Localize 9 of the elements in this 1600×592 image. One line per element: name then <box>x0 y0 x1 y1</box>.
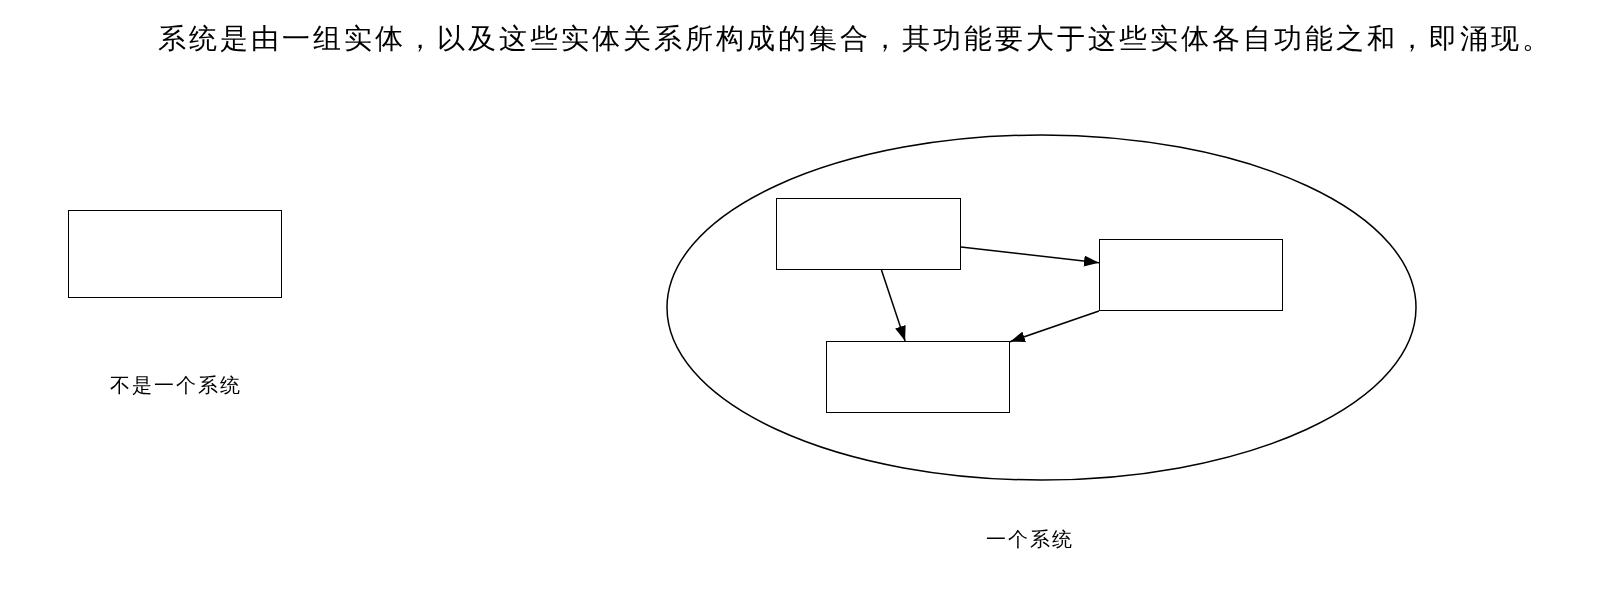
arrow <box>1009 310 1100 343</box>
arrow <box>960 246 1100 267</box>
arrow <box>880 269 906 342</box>
node-label: 一个系统 <box>986 525 1074 553</box>
title: 系统是由一组实体，以及这些实体关系所构成的集合，其功能要大于这些实体各自功能之和，即涌现。 <box>158 21 1553 57</box>
entity-box <box>826 341 1010 413</box>
entity-box <box>776 198 961 270</box>
entity-box <box>1099 239 1283 311</box>
node-label: 不是一个系统 <box>110 371 242 399</box>
